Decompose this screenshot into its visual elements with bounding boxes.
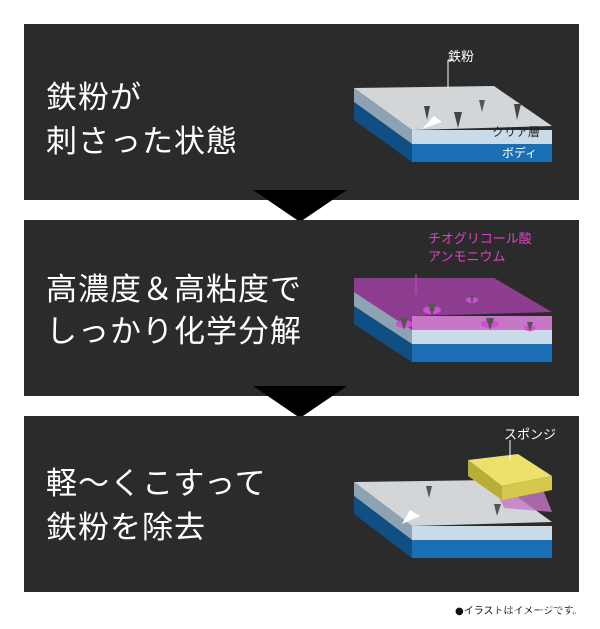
clear-layer-label: クリア層	[492, 125, 541, 139]
sponge-label: スポンジ	[504, 428, 557, 443]
step-1-illustration	[354, 59, 552, 162]
down-arrow-1	[253, 190, 347, 222]
body-layer	[412, 144, 552, 162]
step-3-illustration	[354, 440, 552, 558]
watermark: Response.	[492, 597, 596, 621]
step-1-panel: 鉄粉が 刺さった状態 鉄粉 クリア層 ボディ	[24, 24, 579, 200]
footnote: ●イラストはイメージです。	[455, 606, 583, 617]
step-3-panel: 軽〜くこすって 鉄粉を除去 スポンジ	[24, 416, 579, 592]
step-1-line-2: 刺さった状態	[46, 124, 238, 160]
down-arrow-2	[253, 386, 347, 418]
step-1-line-1: 鉄粉が	[46, 80, 142, 116]
step-3-line-1: 軽〜くこすって	[46, 466, 267, 502]
chemical-label-2: アンモニウム	[428, 250, 506, 265]
step-2-line-2: しっかり化学分解	[46, 314, 302, 350]
step-2-panel: 高濃度＆高粘度で しっかり化学分解 チオグリコール酸 アンモニウム	[24, 220, 579, 396]
iron-powder-label: 鉄粉	[448, 50, 475, 65]
step-3-line-2: 鉄粉を除去	[46, 510, 206, 546]
body-label: ボディ	[502, 146, 538, 160]
step-2-line-1: 高濃度＆高粘度で	[46, 272, 302, 308]
step-2-illustration	[354, 274, 552, 362]
chemical-label-1: チオグリコール酸	[428, 232, 532, 247]
clear-layer-top-surface	[354, 86, 552, 130]
